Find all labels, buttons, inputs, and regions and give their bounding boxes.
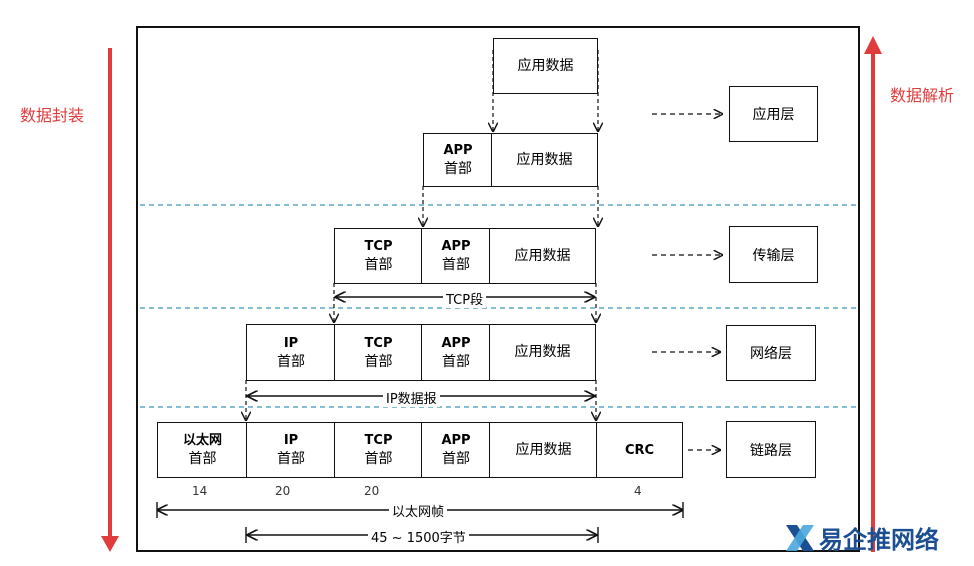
ethernet-header-box: 以太网首部	[157, 422, 248, 478]
watermark: 易企推网络	[783, 520, 939, 555]
eth-header-size: 14	[192, 484, 208, 498]
diagram-frame	[136, 26, 860, 552]
layer-network: 网络层	[726, 325, 816, 381]
span-ticks	[156, 502, 684, 543]
watermark-text: 易企推网络	[819, 525, 939, 554]
parsing-label: 数据解析	[890, 86, 955, 105]
payload-range-label: 45 ~ 1500字节	[368, 527, 469, 546]
tcp-header-size: 20	[364, 484, 380, 498]
ip-datagram-label: IP数据报	[383, 388, 440, 407]
ip-header-size: 20	[275, 484, 291, 498]
encapsulation-label: 数据封装	[20, 106, 85, 125]
app-data-box: 应用数据	[493, 38, 598, 94]
ethernet-frame-label: 以太网帧	[389, 501, 448, 520]
parsing-arrow	[864, 36, 882, 552]
watermark-logo-icon	[786, 524, 814, 551]
encapsulation-arrow	[101, 48, 119, 552]
app-data-box-2: 应用数据	[491, 133, 598, 187]
crc-box: CRC	[596, 422, 683, 478]
layer-application: 应用层	[729, 86, 818, 142]
layer-link: 链路层	[726, 421, 816, 478]
app-data-box-3: 应用数据	[489, 228, 596, 284]
app-data-box-4: 应用数据	[489, 324, 596, 381]
layer-transport: 传输层	[729, 226, 818, 283]
tcp-segment-label: TCP段	[443, 289, 487, 308]
crc-size: 4	[634, 484, 642, 498]
app-data-box-5: 应用数据	[489, 422, 598, 478]
layer-pointers	[652, 114, 722, 450]
